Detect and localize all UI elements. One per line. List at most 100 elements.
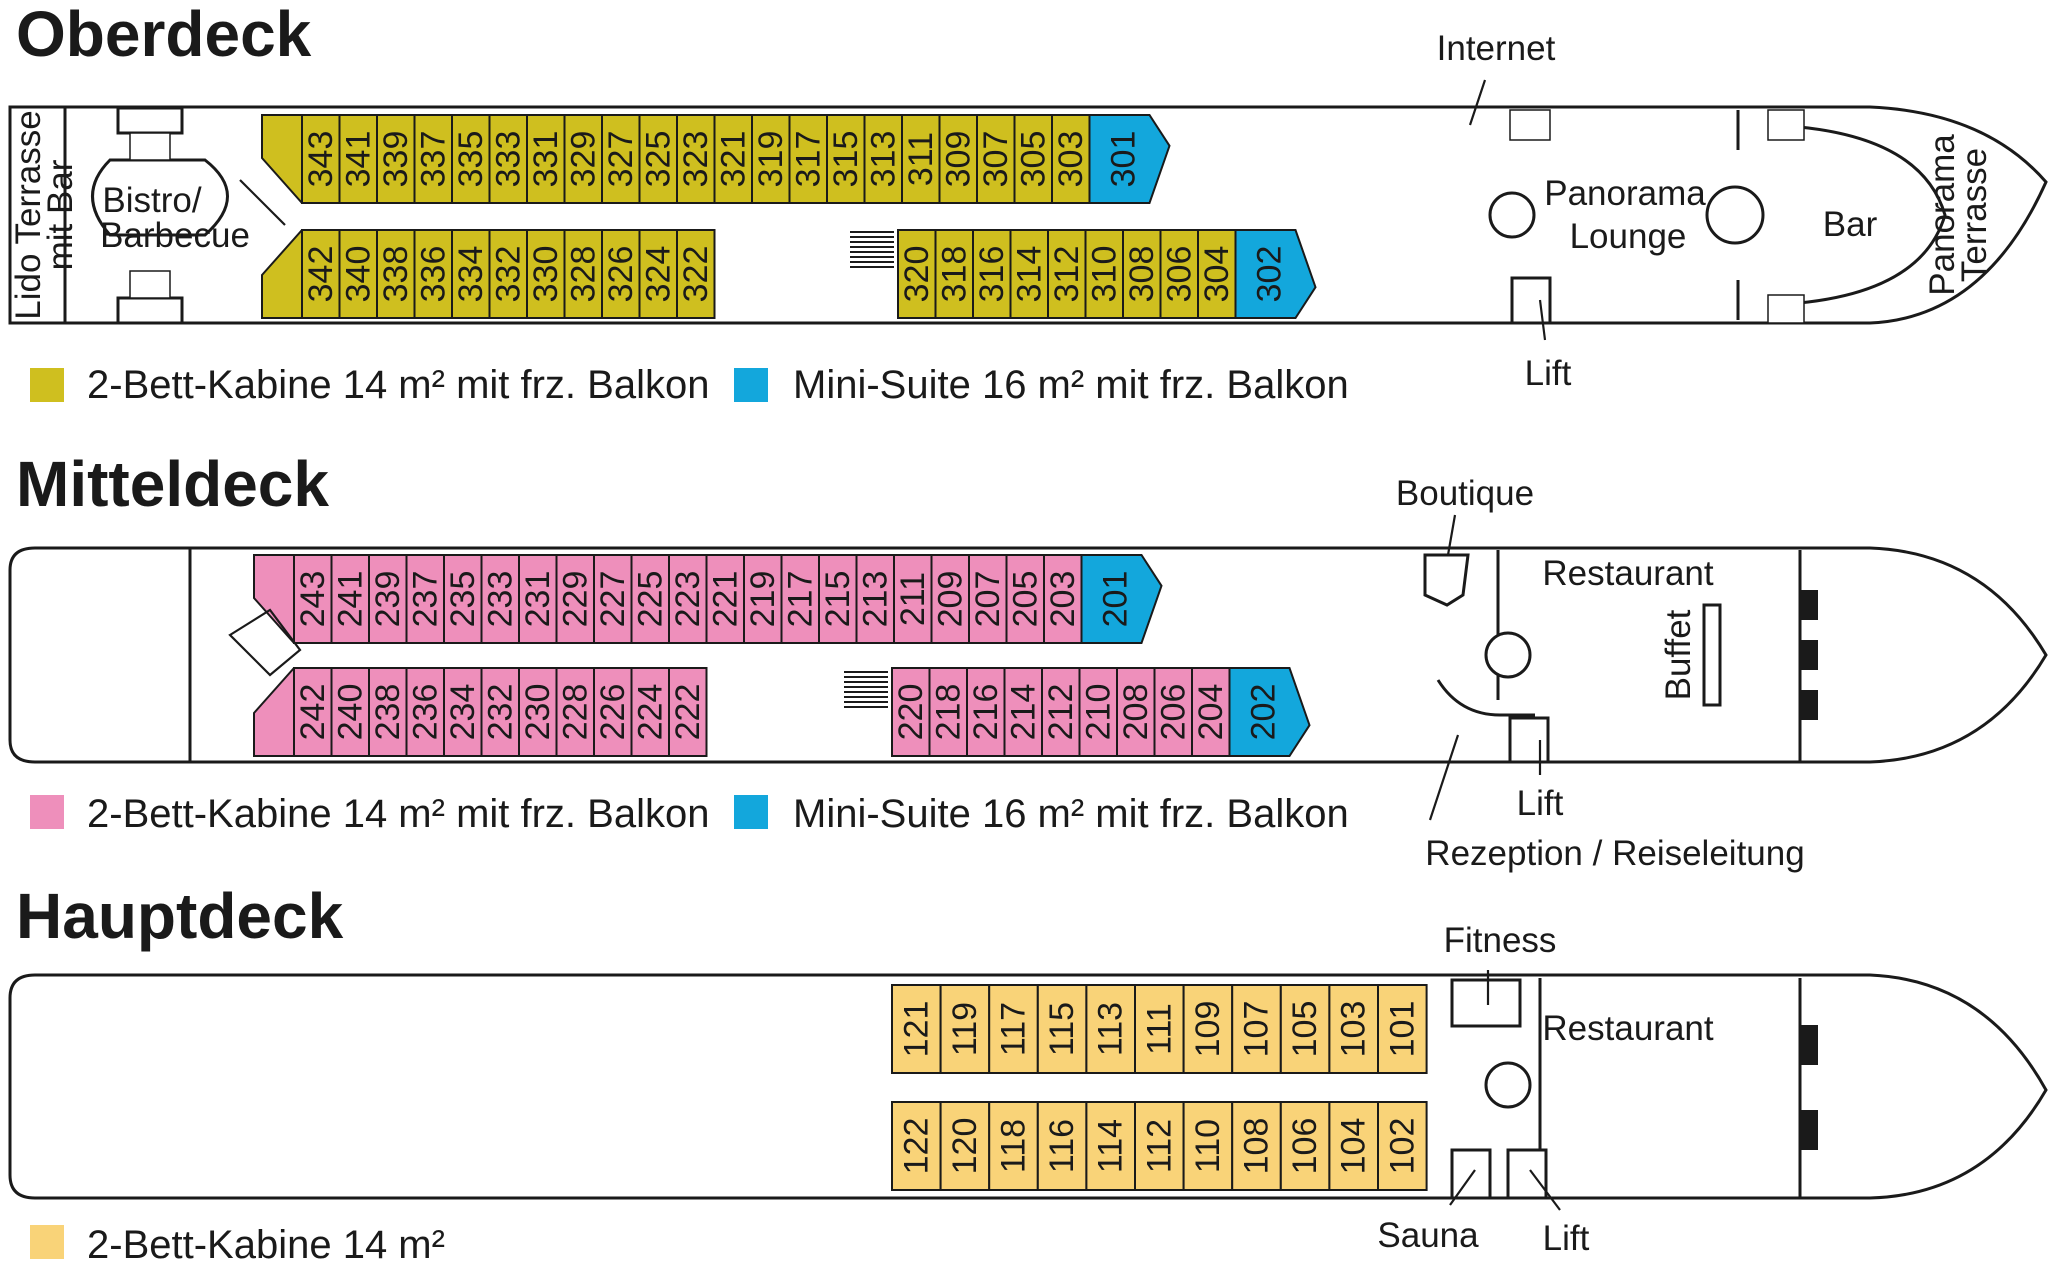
cabin: [480, 667, 520, 757]
cabin: [968, 554, 1008, 644]
suite: [1080, 554, 1163, 644]
cabin-number: 116: [1043, 1119, 1081, 1173]
cabin-number: 307: [977, 131, 1015, 188]
legend-hauptdeck: 2-Bett-Kabine 14 m²: [30, 1223, 445, 1265]
cabin: [1159, 229, 1199, 319]
label-internet: Internet: [1437, 29, 1556, 68]
cabin-number: 229: [556, 571, 594, 628]
label-sauna: Sauna: [1377, 1216, 1479, 1255]
pointer-boutique: [1446, 514, 1457, 556]
cabin: [405, 667, 445, 757]
cabin: [413, 229, 453, 319]
stair-icon: [1800, 1025, 1818, 1150]
cabin-number: 233: [481, 571, 519, 628]
deck-title-oberdeck: Oberdeck: [16, 0, 312, 70]
label-lido: Lido Terrasse: [9, 110, 48, 319]
legend-swatch-cabin: [30, 368, 64, 402]
cabin-number: 326: [602, 246, 640, 303]
cabin: [1013, 114, 1053, 204]
cabin: [376, 229, 416, 319]
label-bar: Bar: [1823, 205, 1878, 244]
cabin-number: 313: [864, 131, 902, 188]
label-lift: Lift: [1543, 1219, 1590, 1258]
cabin-number: 113: [1092, 1002, 1130, 1056]
stern-stair-box-top: [116, 106, 184, 135]
cabin: [330, 554, 370, 644]
cabin-number: 314: [1010, 246, 1048, 303]
label-buffet: Buffet: [1659, 609, 1698, 700]
cabin: [676, 114, 716, 204]
cabin-number: 240: [331, 684, 369, 741]
cabin-number: 322: [677, 246, 715, 303]
buffet-counter: [1702, 603, 1722, 707]
cabin: [518, 554, 558, 644]
cabin: [1051, 114, 1091, 204]
cabin: [893, 554, 933, 644]
cabin: [1182, 984, 1234, 1074]
cabin: [826, 114, 866, 204]
cabin-number: 115: [1043, 1002, 1081, 1056]
cabin: [443, 554, 483, 644]
cabin-number: 343: [302, 131, 340, 188]
legend-text-suite: Mini-Suite 16 m² mit frz. Balkon: [793, 792, 1349, 836]
cabin: [891, 1101, 942, 1191]
label-terrace: Panorama: [1923, 134, 1962, 296]
cabin-number: 208: [1117, 684, 1155, 741]
cabin-number: 232: [481, 684, 519, 741]
legend-swatch-suite: [734, 795, 768, 829]
cabin-number: 105: [1286, 1001, 1324, 1058]
cabin-number: 121: [897, 1001, 935, 1058]
cabin-number: 303: [1052, 131, 1090, 188]
label-bistro-2: Barbecue: [100, 216, 250, 255]
stair-icon: [1509, 109, 1551, 141]
cabin-number: 330: [527, 246, 565, 303]
cabin: [405, 554, 445, 644]
stair-icon: [1488, 191, 1536, 239]
cabin-number: 228: [556, 684, 594, 741]
cabin-number: 325: [639, 131, 677, 188]
cabin-number: 321: [714, 131, 752, 188]
cabin: [930, 554, 970, 644]
cabin: [1191, 667, 1231, 757]
cabin: [1279, 1101, 1331, 1191]
cabin-number: 101: [1383, 1001, 1421, 1058]
cabin-number: 341: [339, 131, 377, 188]
cabin-number: 215: [819, 571, 857, 628]
cabin-number: 243: [294, 571, 332, 628]
cabin: [855, 554, 895, 644]
cabin-number: 217: [781, 571, 819, 628]
legend-text-cabin: 2-Bett-Kabine 14 m²: [87, 1223, 445, 1265]
cabin-number: 104: [1335, 1118, 1373, 1175]
cabin-number: 230: [519, 684, 557, 741]
cabin-number: 210: [1079, 684, 1117, 741]
cabin-number: 109: [1189, 1001, 1227, 1058]
cabin: [293, 554, 333, 644]
label-lift: Lift: [1517, 784, 1564, 823]
cabin: [1041, 667, 1081, 757]
cabin-number: 342: [302, 246, 340, 303]
label-restaurant: Restaurant: [1542, 1009, 1713, 1048]
cabin-number: 214: [1004, 684, 1042, 741]
cabin-number: 237: [406, 571, 444, 628]
bar-outline: [1767, 123, 1947, 307]
cabin-number: 220: [892, 684, 930, 741]
cabin: [891, 667, 931, 757]
legend-text-suite: Mini-Suite 16 m² mit frz. Balkon: [793, 363, 1349, 407]
cabin: [901, 114, 941, 204]
cabin: [630, 554, 670, 644]
cabin: [966, 667, 1006, 757]
cabin: [638, 114, 678, 204]
cabin-number: 338: [377, 246, 415, 303]
stair-icon: [1484, 1061, 1532, 1109]
cabin-number: 211: [894, 572, 932, 626]
cabin-number: 223: [669, 571, 707, 628]
cabin: [1036, 984, 1088, 1074]
cabin: [1377, 1101, 1428, 1191]
cabin: [413, 114, 453, 204]
cabin-number: 122: [897, 1118, 935, 1175]
stair-icon: [850, 231, 894, 268]
cabin-number: 236: [406, 684, 444, 741]
cabin: [705, 554, 745, 644]
